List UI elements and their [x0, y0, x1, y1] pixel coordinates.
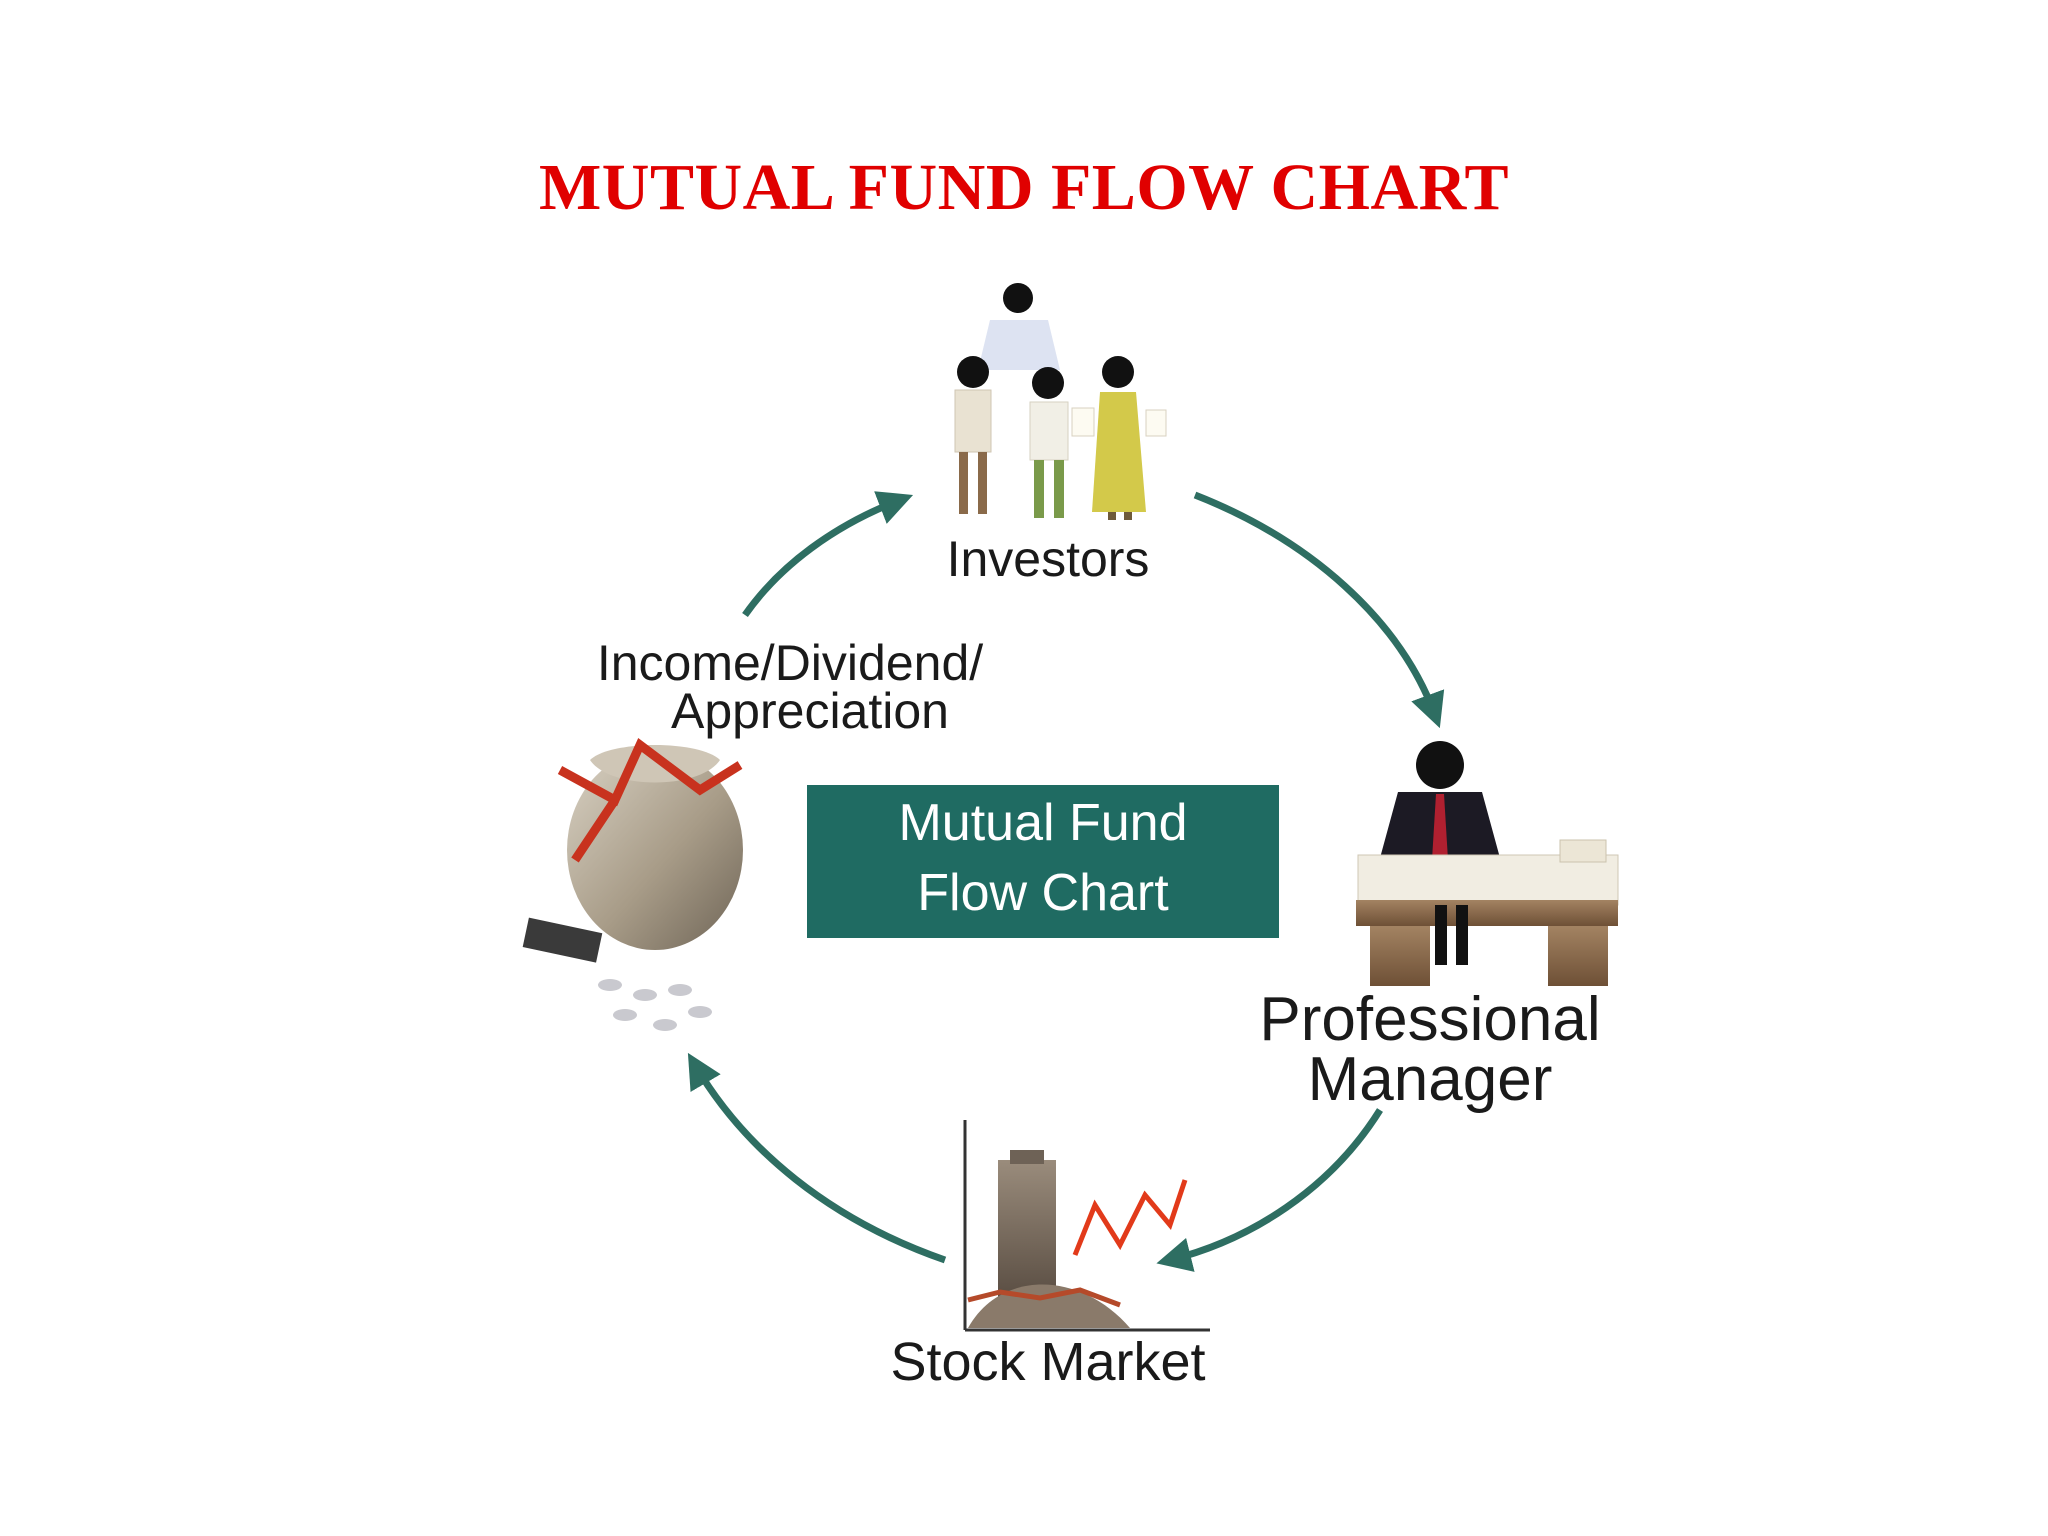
cycle-arrows: [687, 491, 1445, 1272]
arrow-investors-to-manager: [1193, 491, 1445, 729]
arrow-manager-to-market: [1156, 1108, 1383, 1272]
node-label-income-line1: Income/Dividend/: [597, 635, 983, 691]
node-label-manager-line1: Professional: [1259, 985, 1600, 1054]
center-label-line1: Mutual Fund: [898, 794, 1187, 852]
center-box: [807, 785, 1279, 938]
node-label-income-line2: Appreciation: [671, 683, 949, 739]
node-label-market: Stock Market: [890, 1332, 1205, 1392]
center-label-line2: Flow Chart: [917, 864, 1169, 922]
money-bag-icon: [522, 738, 743, 1031]
node-label-investors: Investors: [947, 531, 1150, 587]
node-label-manager-line2: Manager: [1308, 1045, 1553, 1114]
arrow-income-to-investors: [742, 491, 914, 618]
stock-exchange-chart-icon: [963, 1120, 1210, 1332]
manager-at-desk-icon: [1356, 741, 1619, 986]
page-title: MUTUAL FUND FLOW CHART: [539, 151, 1509, 224]
group-of-people-icon: [954, 283, 1167, 520]
arrow-market-to-income: [687, 1052, 947, 1264]
